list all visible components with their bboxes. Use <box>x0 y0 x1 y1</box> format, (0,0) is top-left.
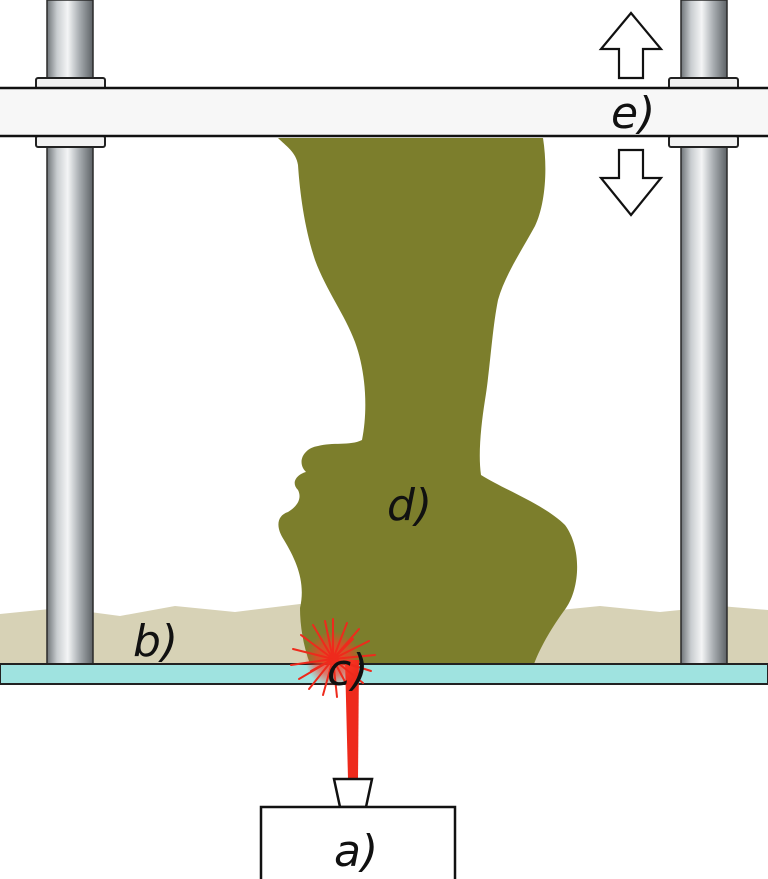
arrow-up-icon <box>598 11 664 80</box>
laser-unit <box>259 805 457 879</box>
label-build-platform: e) <box>611 88 656 139</box>
rod-collars <box>35 77 739 148</box>
label-sinter-point: c) <box>327 645 369 696</box>
label-printed-object: d) <box>387 480 433 531</box>
laser-nozzle <box>332 777 374 809</box>
laser-spark-icon <box>290 618 376 698</box>
label-powder-bed: b) <box>133 616 179 667</box>
arrow-down-icon <box>598 148 664 217</box>
glass-window <box>0 663 768 685</box>
label-laser-unit: a) <box>334 826 379 877</box>
printed-object <box>278 138 578 664</box>
build-platform <box>0 86 768 138</box>
